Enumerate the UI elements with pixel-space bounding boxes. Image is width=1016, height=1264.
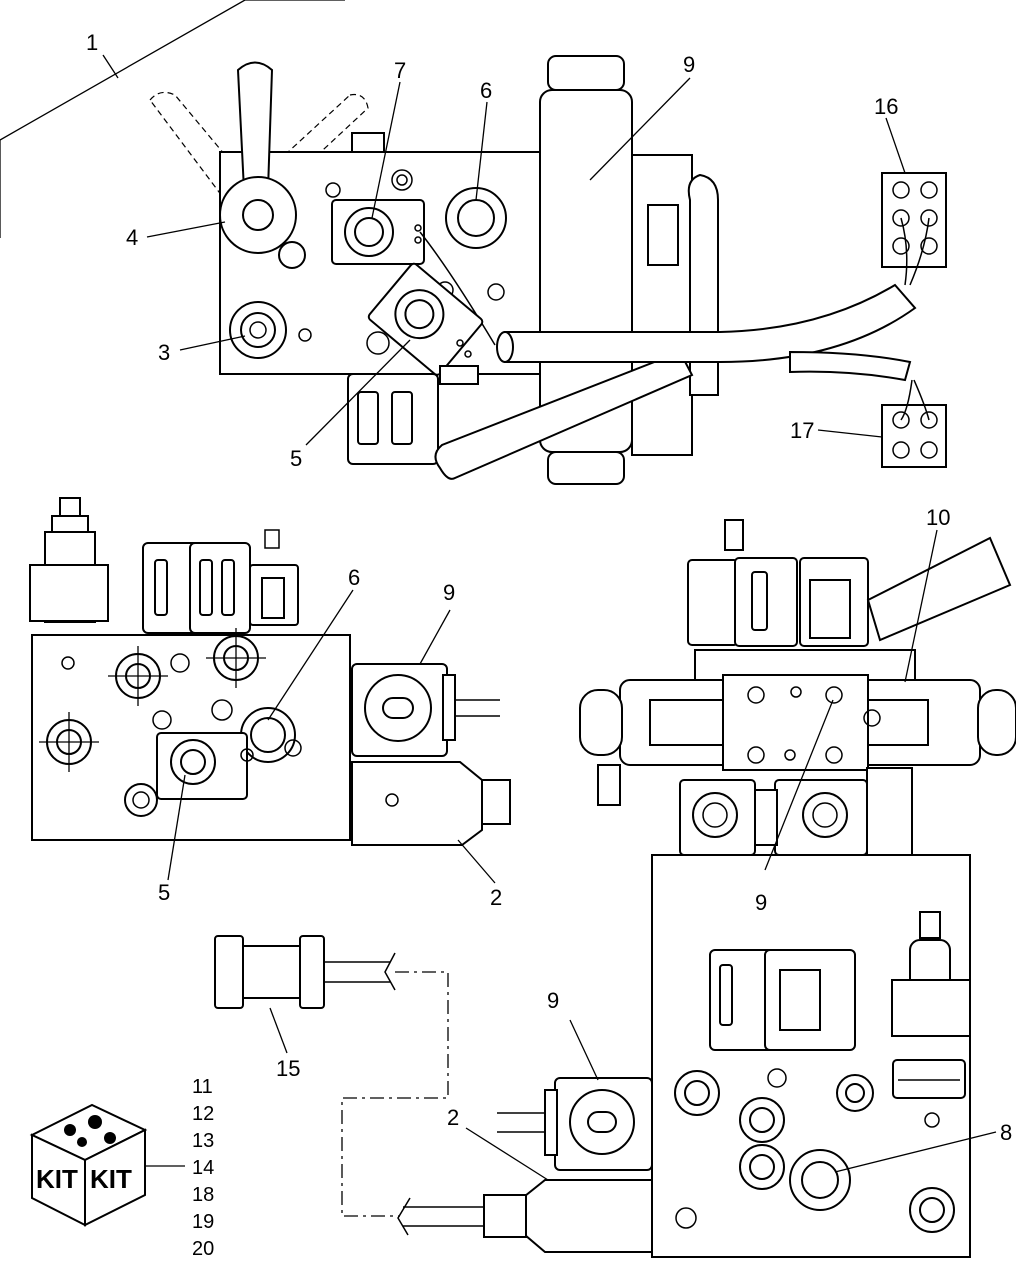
kit-item-20: 20: [192, 1238, 214, 1260]
callout-8: 8: [1000, 1120, 1012, 1145]
callout-16: 16: [874, 94, 898, 119]
kit-label-left: KIT: [36, 1164, 78, 1194]
callout-9-top: 9: [683, 52, 695, 77]
kit-item-11: 11: [192, 1076, 213, 1098]
callout-6-side: 6: [348, 565, 360, 590]
kit-item-18: 18: [192, 1184, 214, 1206]
kit-item-19: 19: [192, 1211, 214, 1233]
end-view-right: [579, 519, 1016, 859]
side-view-left: [29, 497, 511, 846]
leader-lines: [102, 54, 997, 1181]
top-view: [0, 0, 947, 485]
callout-10: 10: [926, 505, 950, 530]
callout-5-side: 5: [158, 880, 170, 905]
callout-9-end: 9: [755, 890, 767, 915]
kit-item-12: 12: [192, 1103, 214, 1125]
callout-15: 15: [276, 1056, 300, 1081]
side-view-right: [397, 854, 971, 1258]
kit-items-list: 11 12 13 14 18 19 20: [192, 1076, 214, 1260]
callout-9-bottom: 9: [547, 988, 559, 1013]
callout-17: 17: [790, 418, 814, 443]
kit-box-icon: KIT KIT: [29, 1103, 185, 1227]
callout-6-top: 6: [480, 78, 492, 103]
callout-4: 4: [126, 225, 138, 250]
kit-label-right: KIT: [90, 1164, 132, 1194]
callout-5-top: 5: [290, 446, 302, 471]
callout-2-bottom: 2: [447, 1105, 459, 1130]
cable-connector-15: [214, 935, 449, 1217]
kit-item-14: 14: [192, 1157, 214, 1179]
callout-2-side: 2: [490, 885, 502, 910]
kit-item-13: 13: [192, 1130, 214, 1152]
callout-7: 7: [394, 58, 406, 83]
callout-labels: 1 7 6 9 16 4 3 5 17 10 6 9 5 2 9 9 15 2 …: [86, 30, 1012, 1145]
callout-9-side: 9: [443, 580, 455, 605]
callout-1: 1: [86, 30, 98, 55]
callout-3: 3: [158, 340, 170, 365]
